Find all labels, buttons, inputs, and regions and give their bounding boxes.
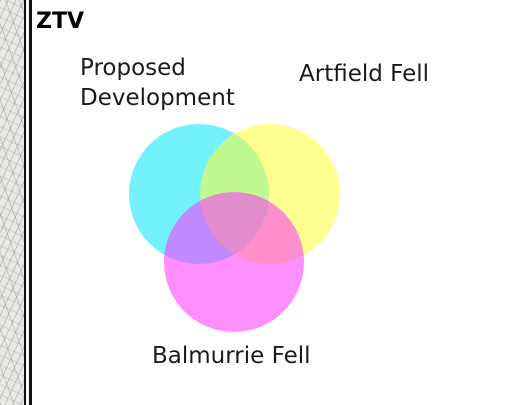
label-proposed-line1: Proposed bbox=[80, 55, 186, 81]
venn-diagram bbox=[129, 124, 340, 332]
legend-panel: ZTV Proposed Development Artfield Fell B… bbox=[32, 0, 509, 405]
legend-heading: ZTV bbox=[36, 9, 84, 34]
frame-border-outer bbox=[24, 0, 26, 405]
circle-balmurrie-fell bbox=[164, 192, 304, 332]
label-artfield-fell: Artfield Fell bbox=[299, 61, 430, 87]
label-proposed-development: Proposed Development bbox=[80, 53, 235, 113]
map-background-strip bbox=[0, 0, 24, 405]
label-balmurrie-fell: Balmurrie Fell bbox=[152, 343, 311, 369]
frame-border-inner bbox=[29, 0, 32, 405]
label-proposed-line2: Development bbox=[80, 85, 235, 111]
